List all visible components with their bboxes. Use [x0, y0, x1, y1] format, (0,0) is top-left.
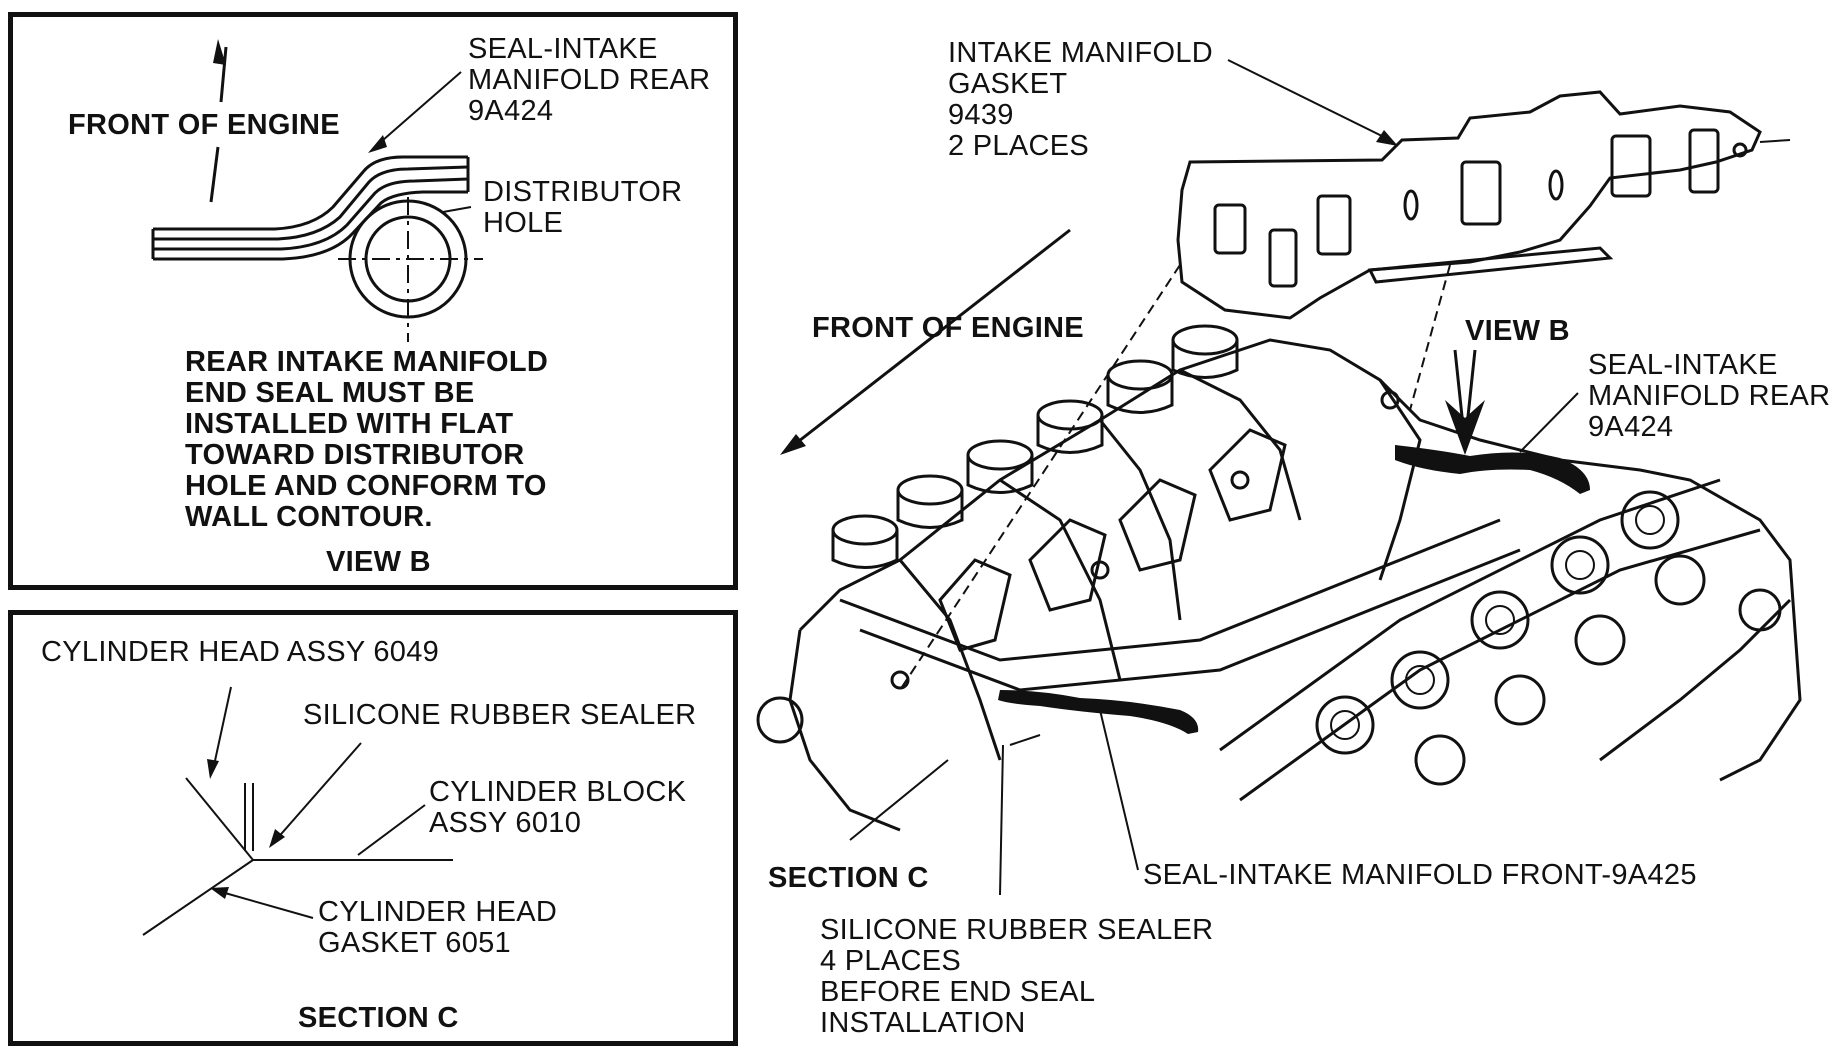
seal-rear-leader — [1519, 392, 1579, 453]
front-end-seal — [998, 690, 1199, 734]
sealer-arrow — [269, 829, 285, 848]
view-b-arrow-shaft — [1453, 349, 1477, 446]
seal-outline-bottom — [153, 190, 468, 261]
front-arrow-upper — [219, 46, 228, 103]
seal-leader-arrow — [368, 135, 387, 153]
rear-bore — [1738, 588, 1782, 632]
main-front-arrow-head — [780, 434, 806, 455]
section-c-caption: SECTION C — [298, 1002, 459, 1034]
section-c-panel: CYLINDER HEAD ASSY 6049 SILICONE RUBBER … — [8, 610, 738, 1046]
section-c-leader — [849, 759, 949, 841]
main-seal-front-label: SEAL-INTAKE MANIFOLD FRONT-9A425 — [1143, 859, 1697, 891]
silicone-leader-2 — [1009, 734, 1041, 746]
view-b-seal-label: SEAL-INTAKE MANIFOLD REAR 9A424 — [468, 33, 711, 127]
view-b-note: REAR INTAKE MANIFOLD END SEAL MUST BE IN… — [185, 346, 549, 533]
bolt-1 — [1090, 560, 1110, 580]
main-seal-rear-label: SEAL-INTAKE MANIFOLD REAR 9A424 — [1588, 349, 1831, 443]
gasket-arrow — [210, 887, 229, 899]
front-arrow-lower — [209, 146, 220, 203]
head-assy-arrow — [207, 759, 219, 779]
front-bore — [756, 696, 804, 744]
view-b-drawing — [151, 39, 483, 342]
gasket-leader-arrow — [1376, 130, 1398, 146]
view-b-distributor-label: DISTRIBUTOR HOLE — [483, 176, 683, 239]
valve-springs-left — [831, 324, 1239, 569]
intake-ports-left — [938, 428, 1287, 652]
section-c-block-label: CYLINDER BLOCK ASSY 6010 — [429, 776, 687, 839]
gasket-leader — [1227, 59, 1391, 141]
gasket-label: INTAKE MANIFOLD GASKET 9439 2 PLACES — [948, 37, 1213, 162]
sealer-leader — [274, 742, 362, 842]
main-silicone-label: SILICONE RUBBER SEALER 4 PLACES BEFORE E… — [820, 914, 1214, 1039]
seal-outline-mid — [153, 165, 469, 241]
silicone-leader-1 — [999, 744, 1004, 896]
head-assy-leader — [212, 686, 232, 771]
gasket-line — [142, 859, 254, 936]
main-view-b-label: VIEW B — [1465, 315, 1570, 347]
gasket-alignment-2 — [1409, 264, 1451, 411]
seal-leader — [374, 71, 462, 148]
main-section-c-label: SECTION C — [768, 862, 929, 894]
rear-end-seal — [1395, 445, 1590, 494]
bolt-4 — [1380, 390, 1400, 410]
gasket-leader-right — [1759, 139, 1791, 143]
distributor-leader — [442, 206, 472, 213]
bolt-2 — [1230, 470, 1250, 490]
bolt-3 — [890, 670, 910, 690]
section-c-sealer-label: SILICONE RUBBER SEALER — [303, 699, 697, 731]
rocker-assemblies-right — [1315, 490, 1706, 786]
seal-front-leader — [1099, 709, 1139, 871]
view-b-front-label: FRONT OF ENGINE — [68, 109, 340, 141]
gasket-leader — [217, 890, 314, 919]
section-c-drawing — [142, 686, 453, 936]
view-b-arrow-head — [1445, 400, 1485, 455]
section-c-gasket-label: CYLINDER HEAD GASKET 6051 — [318, 896, 558, 959]
seal-outline-low — [153, 177, 469, 251]
seal-outline-top — [153, 155, 468, 231]
section-c-head-assy-label: CYLINDER HEAD ASSY 6049 — [41, 636, 440, 668]
view-b-caption: VIEW B — [326, 546, 431, 578]
main-front-label: FRONT OF ENGINE — [812, 312, 1084, 344]
front-arrow-head — [213, 39, 226, 65]
block-leader — [357, 804, 426, 856]
view-b-panel: FRONT OF ENGINE SEAL-INTAKE MANIFOLD REA… — [8, 12, 738, 590]
intake-manifold-gasket — [1176, 90, 1762, 320]
head-face-line — [185, 777, 254, 861]
